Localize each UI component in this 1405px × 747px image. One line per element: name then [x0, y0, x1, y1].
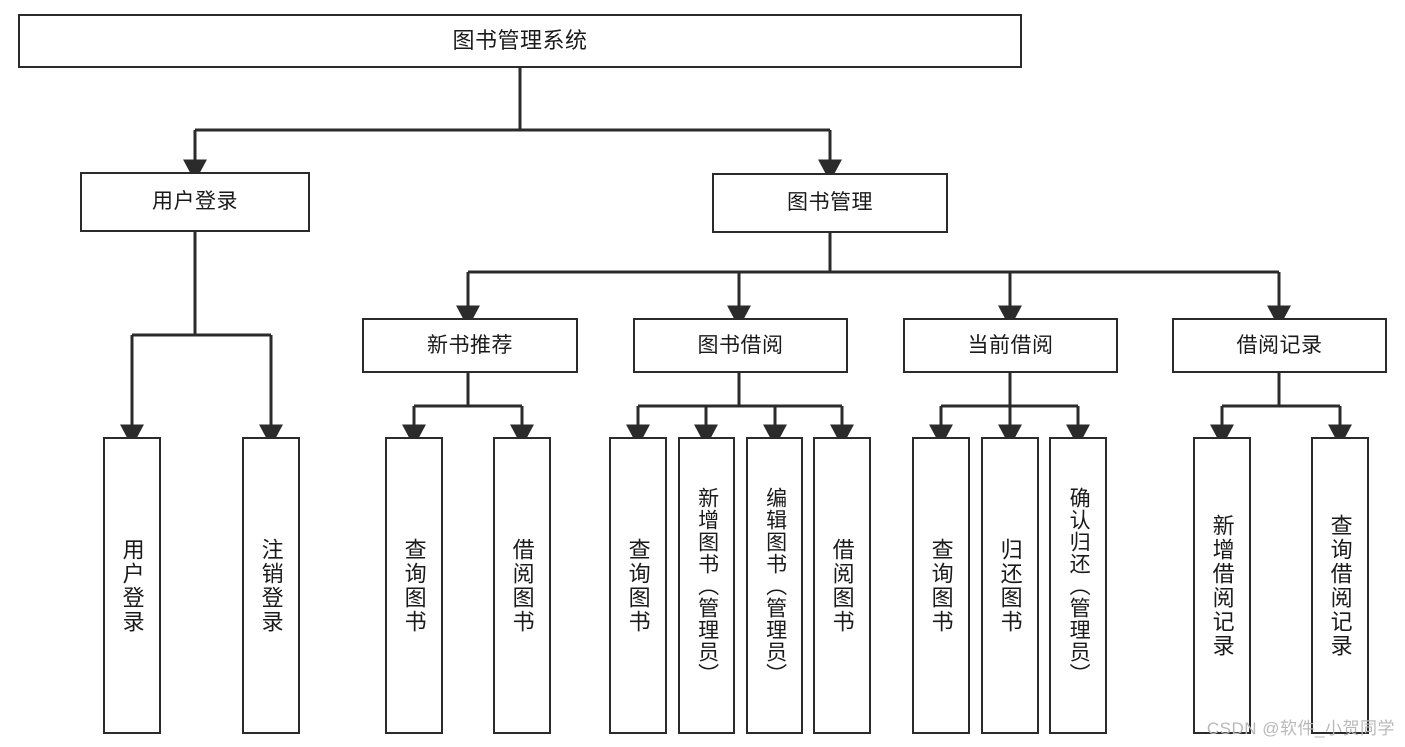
node-label: 用户登录 — [119, 537, 145, 634]
node-leaf-add-borrow-record[interactable]: 新增借阅记录 — [1193, 437, 1251, 734]
node-current-borrow[interactable]: 当前借阅 — [903, 318, 1118, 373]
node-label: 借阅图书 — [509, 537, 535, 634]
node-label: 当前借阅 — [967, 333, 1054, 357]
node-label: 图书管理系统 — [452, 27, 588, 53]
node-label: 新增借阅记录 — [1209, 513, 1235, 658]
node-label: 用户登录 — [152, 190, 238, 214]
node-label: 图书借阅 — [697, 333, 784, 357]
node-leaf-query-borrow-record[interactable]: 查询借阅记录 — [1311, 437, 1369, 734]
node-label: 编辑图书（管理员） — [763, 486, 787, 685]
node-leaf-user-login[interactable]: 用户登录 — [103, 437, 161, 734]
node-root-system[interactable]: 图书管理系统 — [18, 14, 1022, 68]
node-borrow-record[interactable]: 借阅记录 — [1172, 318, 1387, 373]
node-leaf-query-book-recommend[interactable]: 查询图书 — [385, 437, 443, 734]
node-label: 图书管理 — [787, 191, 873, 215]
node-leaf-return-book[interactable]: 归还图书 — [981, 437, 1039, 734]
node-label: 新书推荐 — [427, 333, 513, 357]
node-label: 查询借阅记录 — [1327, 513, 1353, 658]
node-book-management[interactable]: 图书管理 — [712, 173, 948, 233]
node-label: 查询图书 — [401, 537, 427, 634]
node-leaf-borrow-book[interactable]: 借阅图书 — [813, 437, 871, 734]
watermark-text: CSDN @软件_小贺同学 — [1206, 719, 1395, 738]
node-label: 借阅图书 — [829, 537, 855, 634]
node-leaf-confirm-return-admin[interactable]: 确认归还（管理员） — [1049, 437, 1107, 734]
node-label: 注销登录 — [258, 537, 284, 634]
node-new-book-recommend[interactable]: 新书推荐 — [362, 318, 578, 373]
node-label: 新增图书（管理员） — [695, 486, 719, 685]
node-leaf-add-book-admin[interactable]: 新增图书（管理员） — [678, 437, 735, 734]
node-leaf-borrow-book-recommend[interactable]: 借阅图书 — [493, 437, 551, 734]
node-book-borrow[interactable]: 图书借阅 — [633, 318, 848, 373]
node-label: 确认归还（管理员） — [1067, 486, 1091, 685]
node-leaf-query-book-borrow[interactable]: 查询图书 — [609, 437, 667, 734]
node-leaf-edit-book-admin[interactable]: 编辑图书（管理员） — [746, 437, 803, 734]
node-leaf-logout[interactable]: 注销登录 — [242, 437, 300, 734]
node-leaf-query-book-current[interactable]: 查询图书 — [912, 437, 970, 734]
node-label: 查询图书 — [928, 537, 954, 634]
node-label: 借阅记录 — [1236, 333, 1323, 357]
node-user-login[interactable]: 用户登录 — [80, 172, 310, 232]
node-label: 查询图书 — [625, 537, 651, 634]
node-label: 归还图书 — [997, 537, 1023, 634]
